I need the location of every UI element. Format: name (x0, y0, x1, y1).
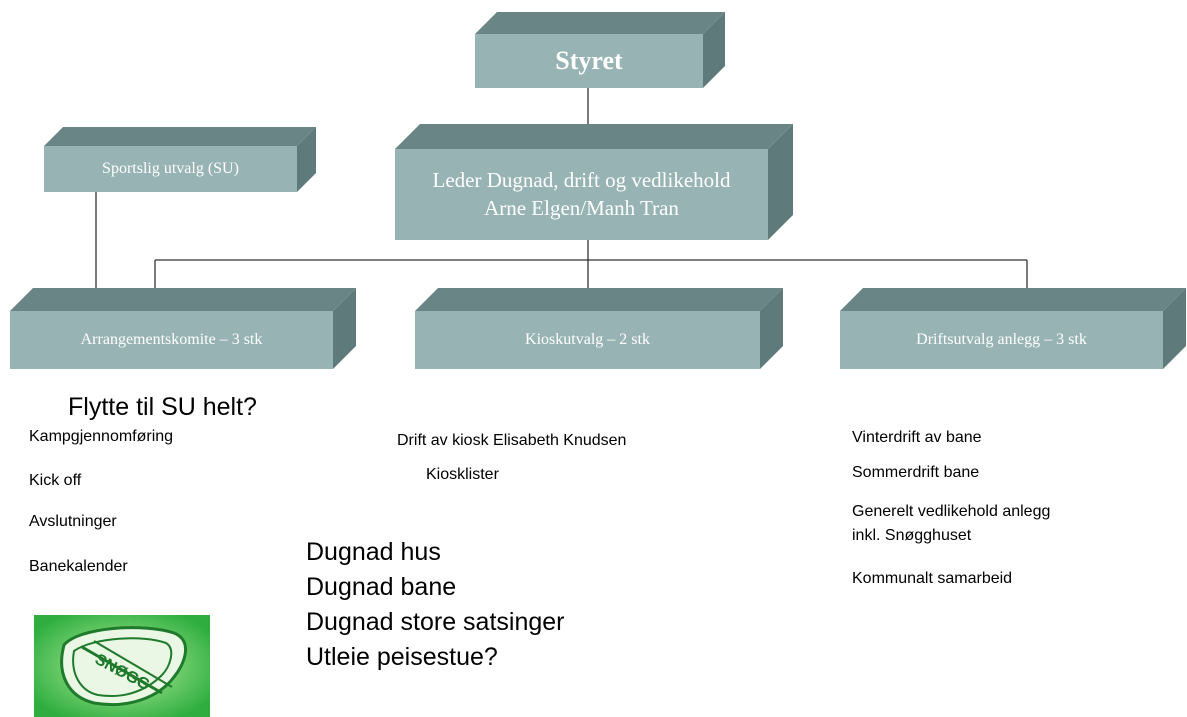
arrangement-task: Kick off (29, 472, 82, 489)
drift-task: Sommerdrift bane (852, 464, 980, 481)
box-leder-dugnad-label: Leder Dugnad, drift og vedlikehold Arne … (395, 149, 768, 240)
box-kioskutvalg: Kioskutvalg – 2 stk (415, 288, 783, 369)
box-arrangementskomite-label: Arrangementskomite – 3 stk (80, 330, 263, 348)
box-leder-dugnad: Leder Dugnad, drift og vedlikehold Arne … (395, 124, 793, 240)
kiosk-task: Drift av kiosk Elisabeth Knudsen (397, 432, 627, 449)
arrangement-task: Banekalender (29, 558, 128, 575)
drift-task: Generelt vedlikehold anlegg (852, 503, 1051, 520)
box-styret: Styret (475, 12, 725, 88)
drift-task: Vinterdrift av bane (852, 429, 982, 446)
leder-names: Arne Elgen/Manh Tran (484, 195, 679, 220)
question-text: Flytte til SU helt? (68, 393, 257, 421)
box-sportslig-utvalg-label: Sportslig utvalg (SU) (102, 159, 239, 177)
box-sportslig-utvalg: Sportslig utvalg (SU) (44, 127, 316, 192)
box-styret-label: Styret (555, 46, 623, 76)
dugnad-item: Dugnad bane (306, 573, 457, 601)
dugnad-item: Utleie peisestue? (306, 643, 498, 671)
drift-task: inkl. Snøgghuset (852, 527, 972, 544)
kiosk-task: Kiosklister (426, 466, 499, 483)
dugnad-item: Dugnad hus (306, 538, 441, 566)
drift-task: Kommunalt samarbeid (852, 570, 1013, 587)
box-arrangementskomite: Arrangementskomite – 3 stk (10, 288, 356, 369)
box-driftsutvalg-label: Driftsutvalg anlegg – 3 stk (916, 330, 1087, 348)
box-driftsutvalg: Driftsutvalg anlegg – 3 stk (840, 288, 1186, 369)
dugnad-item: Dugnad store satsinger (306, 608, 565, 636)
box-kioskutvalg-label: Kioskutvalg – 2 stk (525, 330, 650, 348)
arrangement-task: Kampgjennomføring (29, 428, 174, 445)
snogg-logo: SNØGG (34, 615, 210, 717)
leder-title: Leder Dugnad, drift og vedlikehold (432, 168, 731, 193)
arrangement-task: Avslutninger (29, 513, 117, 530)
